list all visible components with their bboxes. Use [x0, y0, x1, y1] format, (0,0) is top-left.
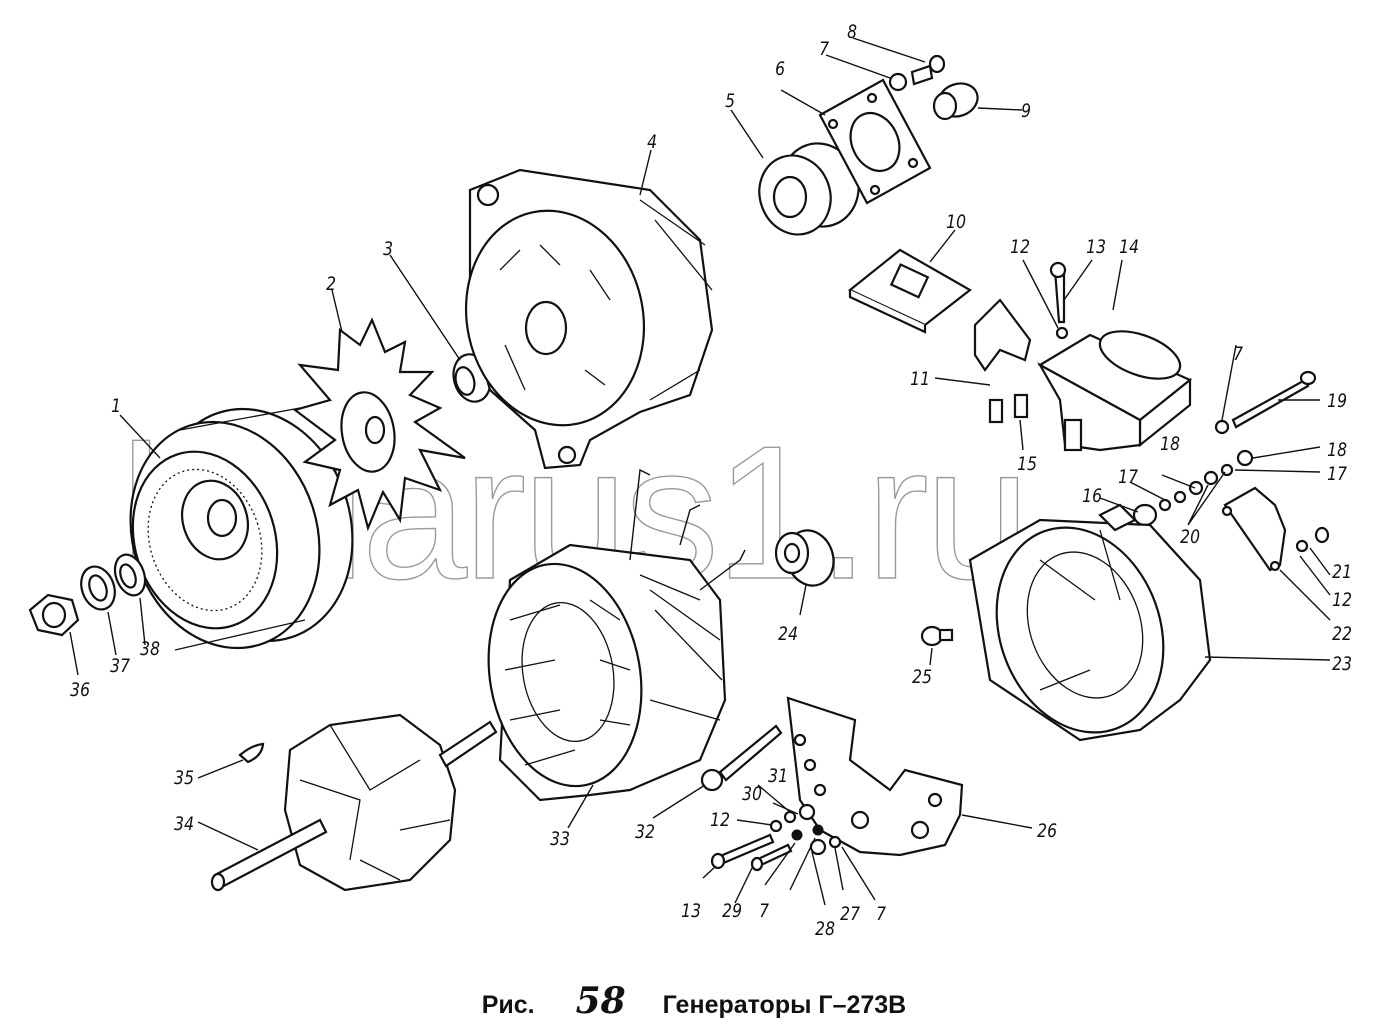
part-20-insulating-washer	[1203, 463, 1234, 486]
callout-6: 6	[775, 59, 785, 81]
part-38-washer	[113, 553, 147, 597]
part-21-screw	[1314, 526, 1330, 544]
figure-prefix: Рис.	[481, 991, 535, 1019]
callout-16: 16	[1082, 486, 1102, 508]
callout-36: 36	[70, 680, 90, 702]
callout-11: 11	[910, 369, 930, 391]
callout-9: 9	[1021, 101, 1031, 123]
callout-4: 4	[647, 132, 657, 154]
callout-1: 1	[111, 396, 121, 418]
part-18-nut	[1188, 449, 1254, 496]
part-28-washer	[812, 824, 824, 836]
part-7-lock-washer-lower-left	[791, 829, 803, 841]
callout-21: 21	[1332, 562, 1352, 584]
callout-13-top: 13	[1086, 237, 1106, 259]
part-19-tie-bolt	[1231, 370, 1317, 429]
part-6-bearing-cap-plate	[818, 78, 932, 205]
callout-3: 3	[383, 239, 393, 261]
part-7-lock-washer-right	[1214, 419, 1230, 435]
part-32-bolt	[700, 724, 783, 792]
part-33-stator	[487, 468, 746, 802]
part-2-fan	[292, 317, 466, 532]
part-24-roller-bearing	[774, 529, 835, 587]
part-30-washer	[783, 810, 797, 824]
part-7-lock-washer-top	[888, 72, 908, 92]
callout-13-lower: 13	[681, 901, 701, 923]
callout-7-lower-right: 7	[876, 904, 886, 926]
callout-18-right: 18	[1327, 440, 1347, 462]
callout-7-lower-left: 7	[759, 901, 769, 923]
part-1-pulley	[129, 407, 354, 651]
part-35-key	[238, 742, 265, 764]
callout-38: 38	[140, 639, 160, 661]
part-36-nut	[28, 593, 80, 637]
callout-8: 8	[847, 22, 857, 44]
callout-32: 32	[635, 822, 655, 844]
callout-31: 31	[768, 766, 788, 788]
callout-26: 26	[1037, 821, 1057, 843]
callout-22: 22	[1332, 624, 1352, 646]
callout-15: 15	[1017, 454, 1037, 476]
part-22-cover	[1221, 486, 1287, 572]
part-25-plug	[920, 625, 954, 647]
figure-title: Генераторы Г–273В	[662, 991, 907, 1019]
callout-29: 29	[722, 901, 742, 923]
callout-23: 23	[1332, 654, 1352, 676]
callout-2: 2	[326, 274, 336, 296]
part-13-screw-top	[1049, 261, 1067, 324]
callout-34: 34	[174, 814, 194, 836]
callout-35: 35	[174, 768, 194, 790]
callout-12-lower: 12	[710, 810, 730, 832]
part-5-ball-bearing	[758, 142, 860, 236]
part-13-screw-lower	[710, 833, 775, 870]
part-31-washer	[798, 803, 816, 821]
part-9-ring-top	[932, 82, 979, 121]
callout-27: 27	[840, 904, 860, 926]
part-8-screw-top	[910, 54, 946, 86]
part-12-spring-washer-lower	[769, 819, 783, 833]
callout-24: 24	[778, 624, 798, 646]
part-7-lock-washer-lower-right	[828, 835, 842, 849]
callout-18-left: 18	[1160, 434, 1180, 456]
figure-number: 58	[575, 980, 626, 1022]
part-10-capacitor	[847, 248, 972, 334]
part-4-drive-end-cover	[464, 168, 714, 470]
callout-12-right: 12	[1332, 590, 1352, 612]
callout-19: 19	[1327, 391, 1347, 413]
part-14-voltage-regulator	[1037, 330, 1193, 452]
callout-20: 20	[1180, 527, 1200, 549]
part-15-brush	[1013, 393, 1029, 419]
callout-17-left: 17	[1118, 467, 1138, 489]
part-12-spring-washer-top	[1055, 326, 1069, 340]
callout-14: 14	[1119, 237, 1139, 259]
part-12-spring-washer-right	[1295, 539, 1309, 553]
callout-10: 10	[946, 212, 966, 234]
part-17-washer	[1158, 490, 1187, 512]
leader-lines	[69, 37, 1331, 906]
callout-5: 5	[725, 91, 735, 113]
part-34-rotor	[210, 713, 498, 892]
callout-30: 30	[742, 784, 762, 806]
callout-17-right: 17	[1327, 464, 1347, 486]
callout-7-right: 7	[1233, 344, 1243, 366]
callout-37: 37	[110, 656, 130, 678]
callout-25: 25	[912, 667, 932, 689]
part-16-bushing	[1132, 503, 1158, 527]
part-37-spring-washer	[80, 565, 116, 611]
callout-33: 33	[550, 829, 570, 851]
callout-labels: 1 2 3 4 5 6 7 8 9 10 11 12 13 14 7 19 15…	[70, 22, 1352, 941]
part-11-brush-holder-bracket	[973, 298, 1032, 424]
part-29-screw	[750, 843, 793, 872]
figure-caption: Рис. 58 Генераторы Г–273В	[0, 980, 1388, 1022]
callout-12-top: 12	[1010, 237, 1030, 259]
callout-28: 28	[815, 919, 835, 941]
part-23-slip-ring-end-cover	[968, 503, 1212, 742]
callout-7-top: 7	[819, 39, 829, 61]
